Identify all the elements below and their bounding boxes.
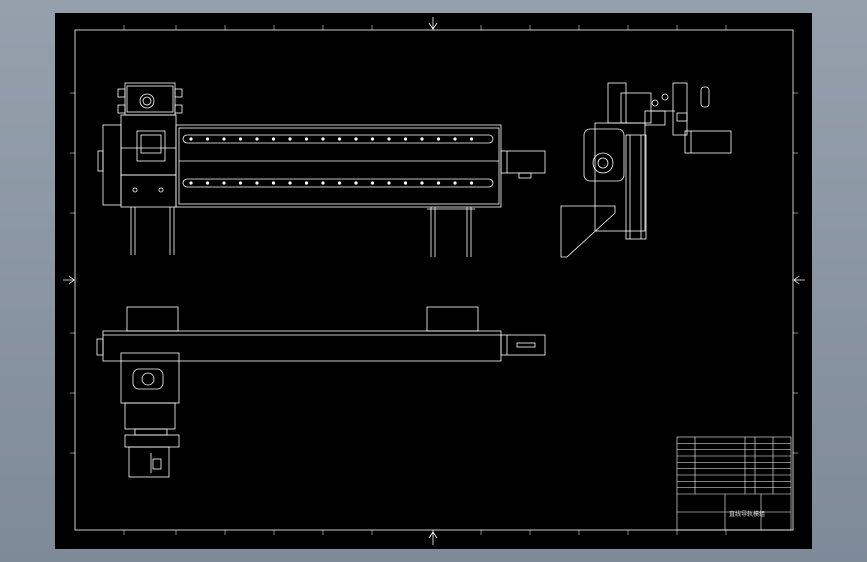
bolt-hole — [205, 181, 210, 185]
bolt-hole — [189, 181, 193, 185]
bolt-hole — [453, 137, 457, 141]
zone-ticks-top — [70, 25, 798, 535]
bolt-hole — [321, 181, 325, 185]
bolt-hole — [403, 137, 408, 141]
title-block — [676, 436, 792, 531]
bolt-hole — [271, 181, 276, 185]
drawing-canvas[interactable]: 直线导轨模组 — [55, 13, 812, 549]
bolt-hole — [403, 181, 408, 185]
bolt-hole — [453, 181, 457, 185]
bolt-hole — [205, 137, 210, 141]
bolt-hole — [288, 137, 292, 141]
top-view — [96, 306, 546, 478]
rail-bolt-holes — [189, 137, 474, 185]
bolt-hole — [337, 181, 342, 185]
bolt-hole — [387, 137, 391, 141]
bolt-hole — [238, 181, 243, 185]
side-view — [560, 82, 732, 258]
title-block-rows — [677, 443, 791, 488]
bolt-hole — [469, 137, 474, 141]
cad-drawing: 直线导轨模组 — [63, 17, 805, 545]
bolt-hole — [370, 181, 375, 185]
bolt-hole — [238, 137, 243, 141]
bolt-hole — [436, 137, 441, 141]
front-view — [97, 82, 546, 257]
bolt-hole — [222, 137, 226, 141]
bolt-hole — [370, 137, 375, 141]
bolt-hole — [354, 181, 358, 185]
drawing-name: 直线导轨模组 — [729, 510, 765, 518]
centering-marks — [63, 17, 805, 545]
bolt-hole — [420, 181, 424, 185]
bolt-hole — [420, 137, 424, 141]
bolt-hole — [436, 181, 441, 185]
bolt-hole — [387, 181, 391, 185]
bolt-hole — [304, 181, 309, 185]
bolt-hole — [469, 181, 474, 185]
sheet-border — [74, 29, 794, 531]
bolt-hole — [222, 181, 226, 185]
bolt-hole — [321, 137, 325, 141]
bolt-hole — [337, 137, 342, 141]
bolt-hole — [288, 181, 292, 185]
bolt-hole — [271, 137, 276, 141]
bolt-hole — [304, 137, 309, 141]
bolt-hole — [354, 137, 358, 141]
bolt-hole — [255, 137, 259, 141]
bolt-hole — [255, 181, 259, 185]
bolt-hole — [189, 137, 193, 141]
